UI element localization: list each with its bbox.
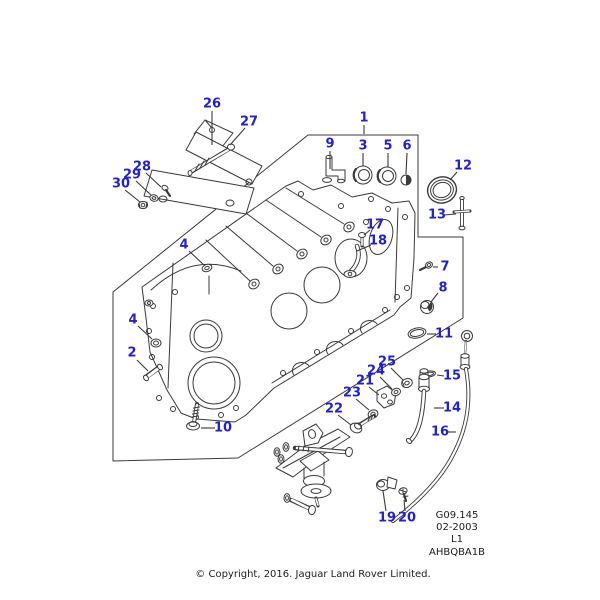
callout-17[interactable]: 17 [365,217,385,233]
callout-18[interactable]: 18 [368,233,388,249]
leader-line-19 [382,490,387,512]
leader-line-4 [137,325,153,340]
part-14-dipstick-tube [405,368,430,444]
deck-bosses [248,221,355,290]
drawing-sheet: L1 [451,534,463,546]
leader-lines [124,111,458,512]
callout-30[interactable]: 30 [111,176,131,192]
part-26-bracket [143,119,263,215]
part-22-bolt [349,414,376,434]
callout-23[interactable]: 23 [342,385,362,401]
title-block: G09.145 02-2003 L1 AHBQBA1B [420,510,494,559]
callout-14[interactable]: 14 [442,400,462,416]
callout-27[interactable]: 27 [239,114,259,130]
part-4-plug-upper [201,263,213,295]
part-5-cup-plug [376,166,397,186]
callout-24[interactable]: 24 [366,363,386,379]
leader-line-29 [135,180,152,196]
part-7-bolt [418,261,434,272]
part-9-elbow-fitting [322,154,346,184]
part-20-screw [398,487,409,503]
leader-line-8 [430,292,439,303]
leader-line-28 [145,172,162,188]
part-12-seal [426,176,458,204]
callout-7[interactable]: 7 [440,259,450,275]
part-28-screw [161,184,172,198]
part-19-clamp [376,476,398,491]
part-8-plug [420,300,434,314]
drawing-date: 02-2003 [436,522,478,534]
part-16-dipstick [391,330,473,523]
leader-line-22 [337,414,352,426]
callout-8[interactable]: 8 [438,280,448,296]
callout-5[interactable]: 5 [383,138,393,154]
leader-line-23 [355,398,370,411]
leader-line-18 [356,244,372,252]
callout-29[interactable]: 29 [122,167,142,183]
part-25-nut [401,377,413,389]
part-30-nut [137,200,149,210]
callout-16[interactable]: 16 [430,424,450,440]
catalog-code: AHBQBA1B [428,546,485,558]
part-13-pin [452,196,472,231]
copyright-notice: © Copyright, 2016. Jaguar Land Rover Lim… [195,569,431,580]
callout-15[interactable]: 15 [442,368,462,384]
callout-28[interactable]: 28 [132,159,152,175]
timing-face [144,262,241,420]
callout-3[interactable]: 3 [358,138,368,154]
rear-face [298,191,410,303]
leader-line-6 [405,152,408,175]
leader-line-17 [363,229,371,236]
leader-line-15 [436,374,445,377]
leader-line-27 [229,127,246,146]
leader-line-30 [124,189,141,203]
leader-line-13 [443,213,457,216]
drawing-code: G09.145 [435,510,479,521]
part-18-pipe [343,243,361,278]
leader-line-25 [390,367,404,381]
leader-line-4 [188,250,205,266]
assembly-boundary [112,134,464,462]
callout-1[interactable]: 1 [359,110,369,126]
part-2-dowel [143,363,163,382]
part-6-plug [400,174,412,186]
part-10-bolt [186,402,200,431]
leader-line-2 [136,359,149,372]
cylinder-bores [270,219,394,330]
callout-22[interactable]: 22 [324,401,344,417]
callout-19[interactable]: 19 [377,510,397,526]
part-24-washer [391,387,401,397]
callout-4[interactable]: 4 [179,237,189,253]
part-11-oring [407,327,427,339]
leader-line-21 [368,386,380,396]
callout-6[interactable]: 6 [402,138,412,154]
callout-11[interactable]: 11 [434,326,454,342]
part-3-cup-plug [352,165,373,185]
leader-line-24 [379,376,393,390]
callout-9[interactable]: 9 [325,136,335,152]
callout-21[interactable]: 21 [355,373,375,389]
callout-4[interactable]: 4 [128,312,138,328]
part-29-washer [149,194,159,202]
part-17-bolt [358,232,366,248]
callout-2[interactable]: 2 [127,345,137,361]
leader-line-20 [403,499,406,512]
callout-25[interactable]: 25 [377,354,397,370]
callout-12[interactable]: 12 [453,158,473,174]
callout-20[interactable]: 20 [397,510,417,526]
cylinder-block-drawing [141,180,416,423]
crankcase-skirt [271,307,391,384]
callout-26[interactable]: 26 [202,96,222,112]
callout-13[interactable]: 13 [427,207,447,223]
callout-10[interactable]: 10 [213,420,233,436]
engine-mount-assembly [273,423,353,516]
part-4-plug-lower [150,338,162,348]
leader-line-12 [449,171,458,181]
